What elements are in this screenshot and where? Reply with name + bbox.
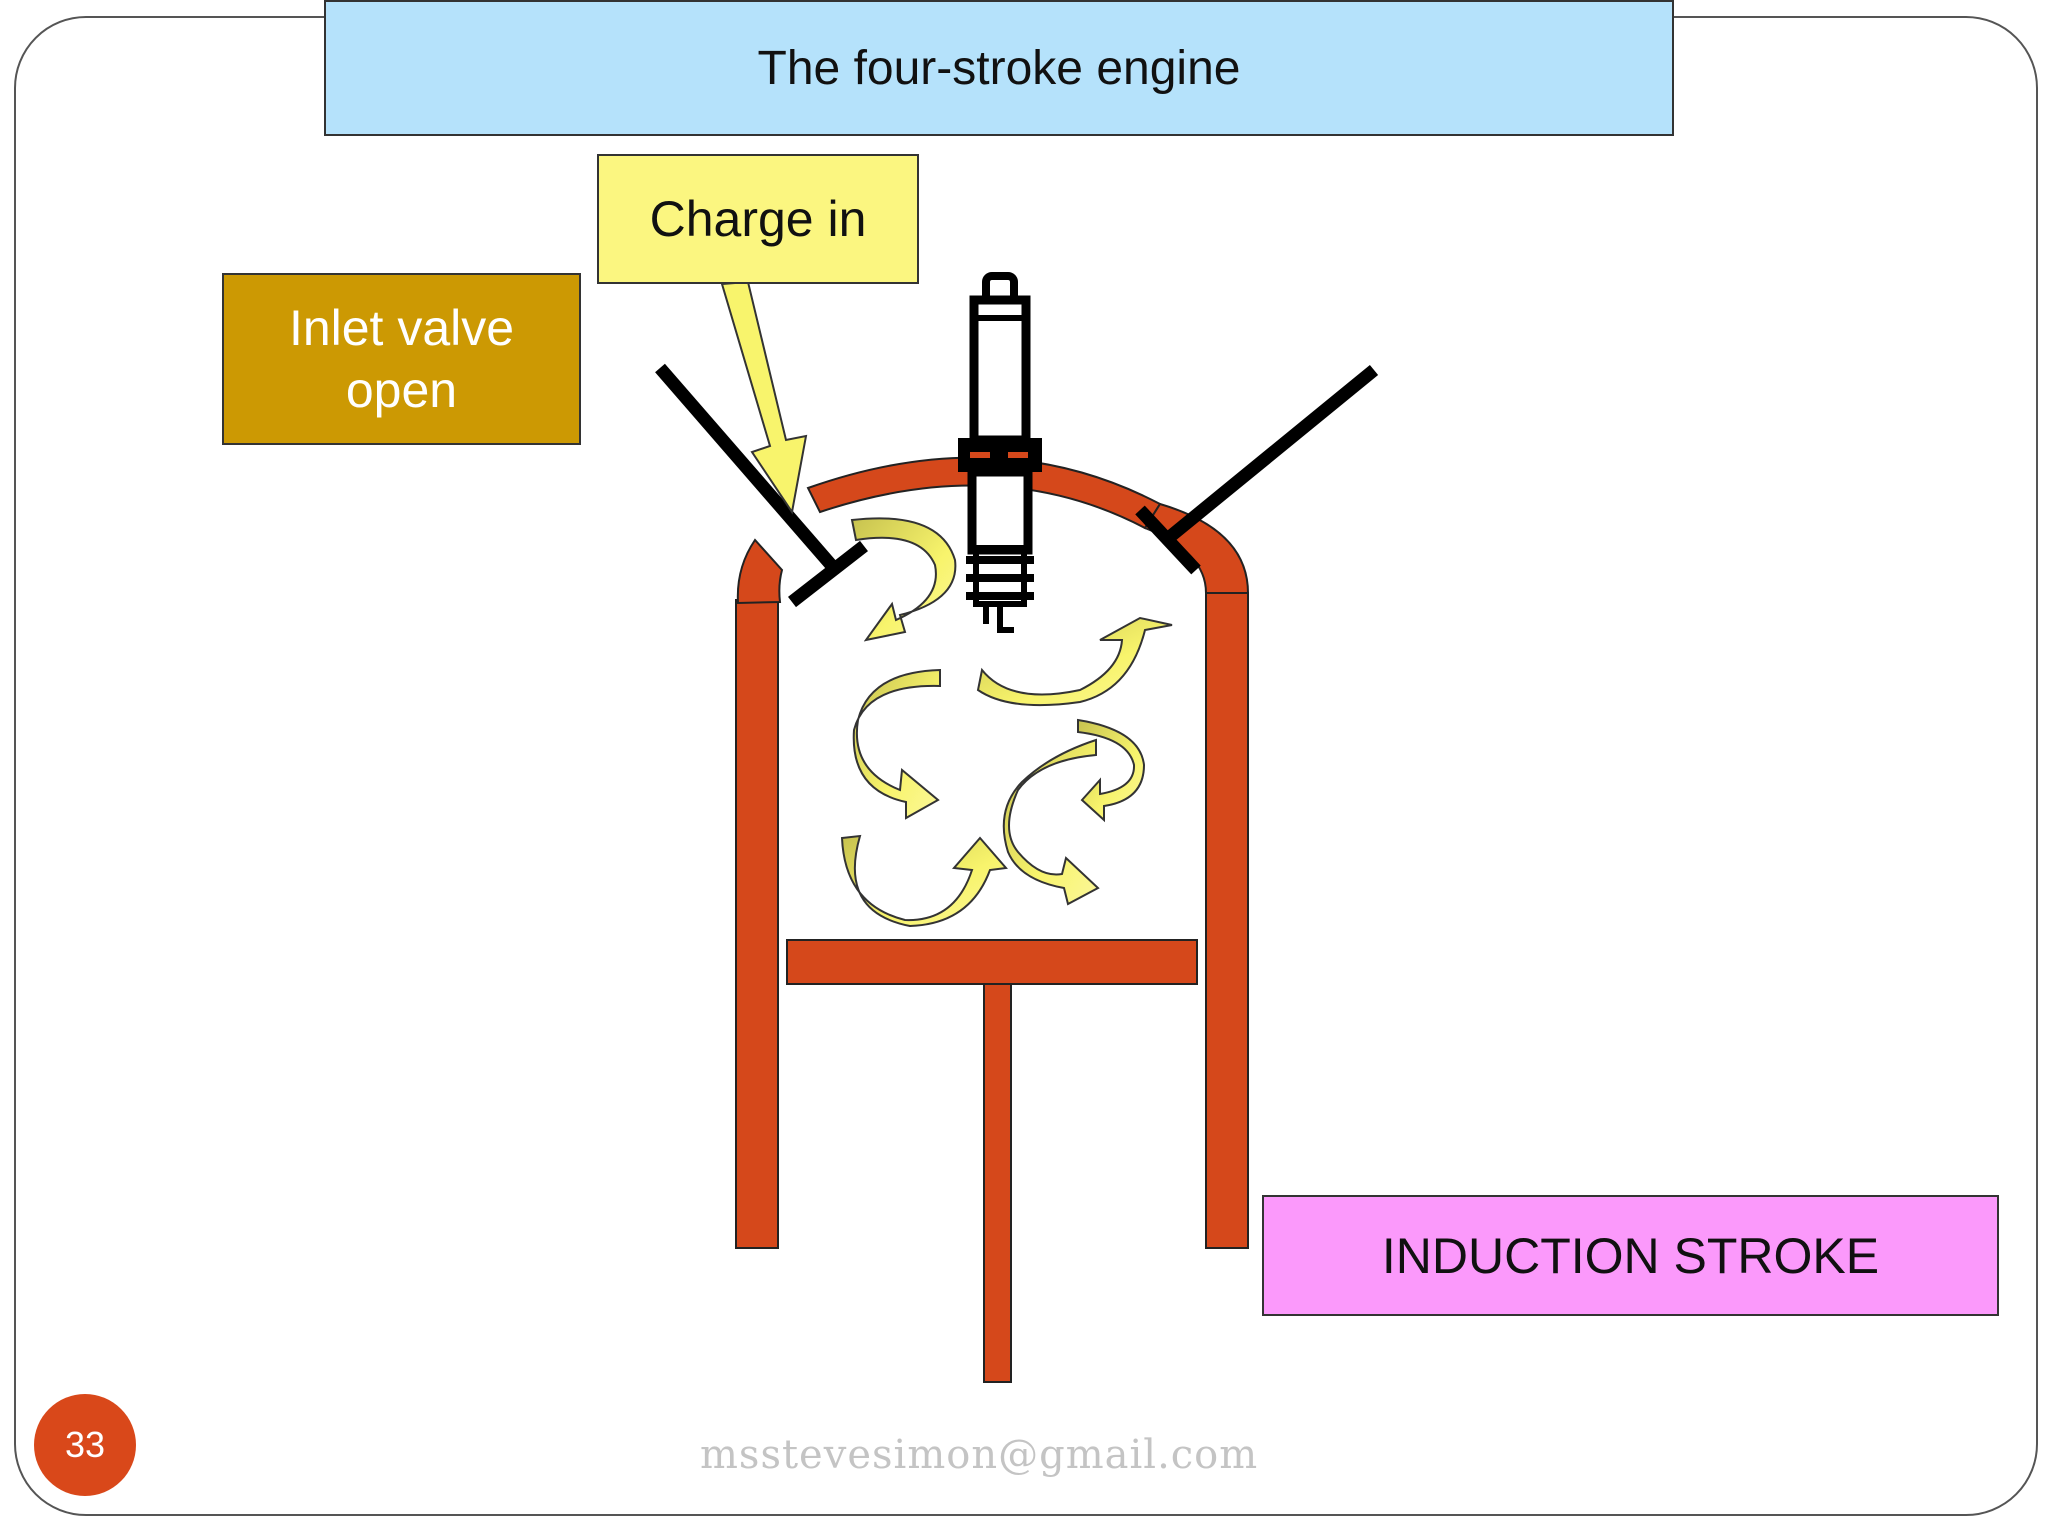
- inlet-valve-head: [788, 540, 868, 608]
- cylinder-left-wall: [735, 599, 779, 1249]
- piston-crown: [786, 939, 1198, 985]
- inlet-valve-label: Inlet valve open: [222, 273, 581, 445]
- connecting-rod: [983, 983, 1012, 1383]
- stroke-text: INDUCTION STROKE: [1381, 1227, 1880, 1284]
- swirl-arrow-icon: [840, 834, 1008, 928]
- stroke-label: INDUCTION STROKE: [1262, 1195, 1999, 1316]
- charge-in-label: Charge in: [597, 154, 919, 284]
- footer-email: msstevesimon@gmail.com: [700, 1432, 1259, 1478]
- piston: [786, 939, 1198, 1383]
- page-number: 33: [64, 1424, 106, 1465]
- inlet-valve-text-line2: open: [345, 362, 458, 418]
- slide-title: The four-stroke engine: [324, 0, 1674, 136]
- exhaust-valve-head: [1135, 505, 1201, 575]
- swirl-arrow-icon: [1002, 738, 1100, 906]
- swirl-arrow-icon: [1077, 718, 1146, 823]
- swirl-arrow-icon: [852, 668, 941, 820]
- exhaust-valve: [1135, 364, 1379, 575]
- swirl-arrow-icon: [976, 616, 1173, 707]
- charge-in-text: Charge in: [649, 191, 867, 247]
- cylinder: [735, 456, 1250, 1249]
- inlet-valve-stem: [655, 363, 837, 571]
- slide-title-text: The four-stroke engine: [757, 41, 1241, 95]
- cylinder-left-corner: [736, 538, 784, 605]
- cylinder-right-wall: [1205, 592, 1249, 1249]
- charge-in-arrow: [720, 280, 808, 515]
- page-number-badge: 33: [34, 1394, 136, 1496]
- swirl-arrows: [840, 517, 1173, 928]
- inlet-valve-text-line1: Inlet valve: [288, 300, 515, 356]
- inlet-valve: [655, 363, 868, 608]
- spark-plug-icon: [958, 272, 1042, 633]
- exhaust-valve-stem: [1161, 364, 1379, 546]
- swirl-arrow-icon: [850, 517, 957, 642]
